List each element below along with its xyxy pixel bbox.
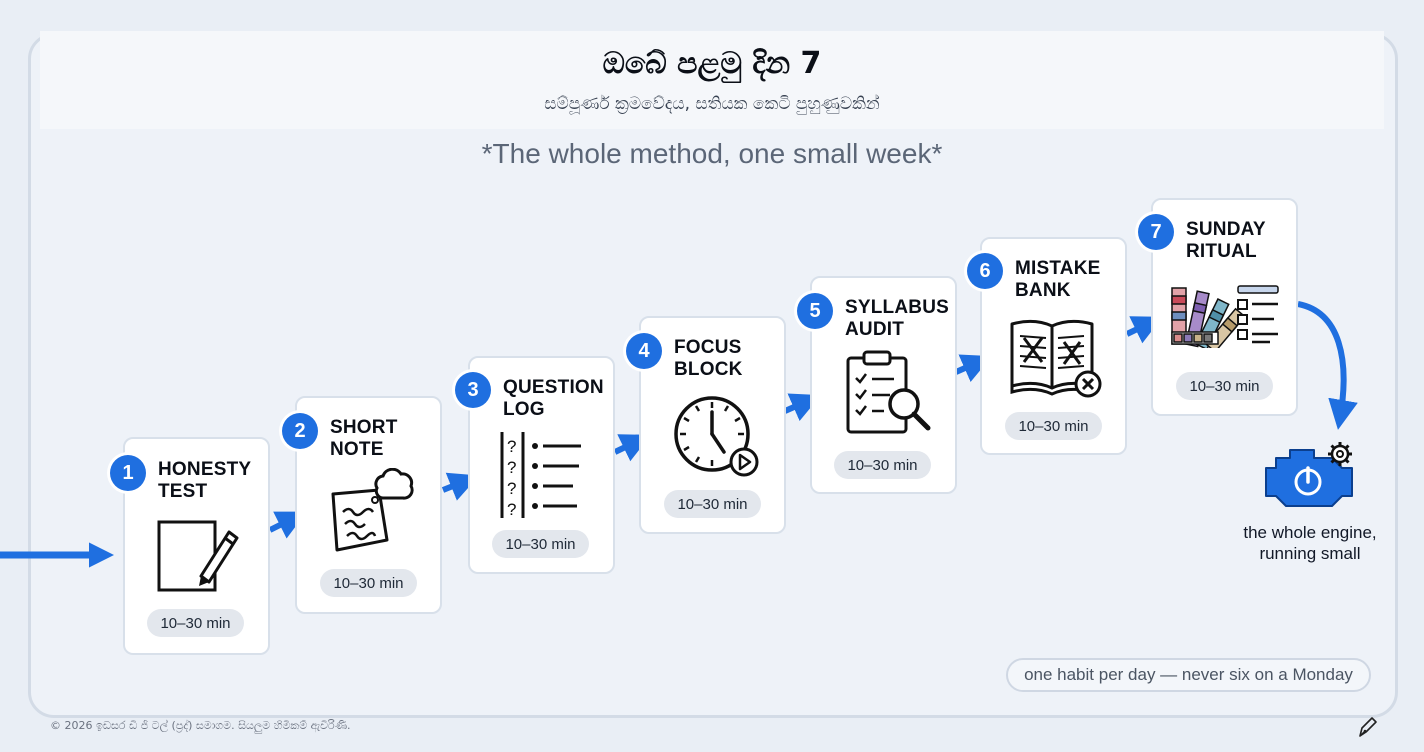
clock-play-icon bbox=[674, 396, 759, 477]
engine-caption: the whole engine, running small bbox=[1243, 523, 1377, 563]
arrow-6-7 bbox=[1125, 316, 1163, 344]
step-duration-5: 10–30 min bbox=[834, 451, 931, 479]
arrow-3-4 bbox=[613, 434, 651, 462]
step-badge-1: 1 bbox=[110, 455, 146, 491]
arrow-7-engine bbox=[1297, 301, 1358, 430]
header-band bbox=[40, 31, 1384, 129]
step-duration-3: 10–30 min bbox=[492, 530, 589, 558]
arrow-5-6 bbox=[954, 354, 992, 382]
clipboard-magnifier-icon bbox=[846, 350, 931, 434]
engine-gear-icon bbox=[1265, 442, 1353, 507]
step-title-6: MISTAKE BANK bbox=[1015, 258, 1101, 301]
question-list-icon: ? ? ? ? bbox=[500, 432, 581, 519]
step-title-3: QUESTION LOG bbox=[503, 377, 604, 420]
arrow-2-3 bbox=[441, 472, 480, 501]
step-duration-1: 10–30 min bbox=[147, 609, 244, 637]
note-thought-bubble-icon bbox=[331, 468, 414, 552]
step-title-7: SUNDAY RITUAL bbox=[1186, 219, 1266, 262]
step-duration-2: 10–30 min bbox=[320, 569, 417, 597]
step-title-2: SHORT NOTE bbox=[330, 417, 398, 460]
tagline: *The whole method, one small week* bbox=[481, 138, 943, 169]
footnote-pill: one habit per day — never six on a Monda… bbox=[1006, 658, 1371, 692]
step-badge-5: 5 bbox=[797, 293, 833, 329]
arrow-4-5 bbox=[783, 393, 821, 421]
copyright-text: © 2026 ඉඩසර ඩි ජි ටල් (ප්‍රද්) සමාගම. සි… bbox=[50, 719, 351, 732]
svg-text:?: ? bbox=[507, 500, 516, 519]
pen-nib-icon bbox=[1359, 717, 1377, 737]
step-badge-3: 3 bbox=[455, 372, 491, 408]
page-subtitle: සම්පූර්ණ ක්‍රමවේදය, සතියක කෙටි පුහුණුවකි… bbox=[544, 94, 880, 114]
step-badge-6: 6 bbox=[967, 253, 1003, 289]
step-duration-7: 10–30 min bbox=[1176, 372, 1273, 400]
page-title: ඔබේ පළමු දින 7 bbox=[602, 46, 822, 81]
svg-text:?: ? bbox=[507, 458, 516, 477]
svg-text:?: ? bbox=[507, 479, 516, 498]
step-badge-2: 2 bbox=[282, 413, 318, 449]
arrow-1-2 bbox=[268, 511, 307, 539]
open-book-cross-icon bbox=[1010, 319, 1102, 398]
step-duration-6: 10–30 min bbox=[1005, 412, 1102, 440]
step-title-1: HONESTY TEST bbox=[158, 459, 252, 502]
step-badge-7: 7 bbox=[1138, 214, 1174, 250]
step-title-5: SYLLABUS AUDIT bbox=[845, 297, 949, 340]
step-duration-4: 10–30 min bbox=[664, 490, 761, 518]
step-title-4: FOCUS BLOCK bbox=[674, 337, 743, 380]
svg-text:?: ? bbox=[507, 437, 516, 456]
notepad-pencil-icon bbox=[157, 520, 239, 592]
step-badge-4: 4 bbox=[626, 333, 662, 369]
swatches-checklist-icon bbox=[1171, 285, 1279, 348]
